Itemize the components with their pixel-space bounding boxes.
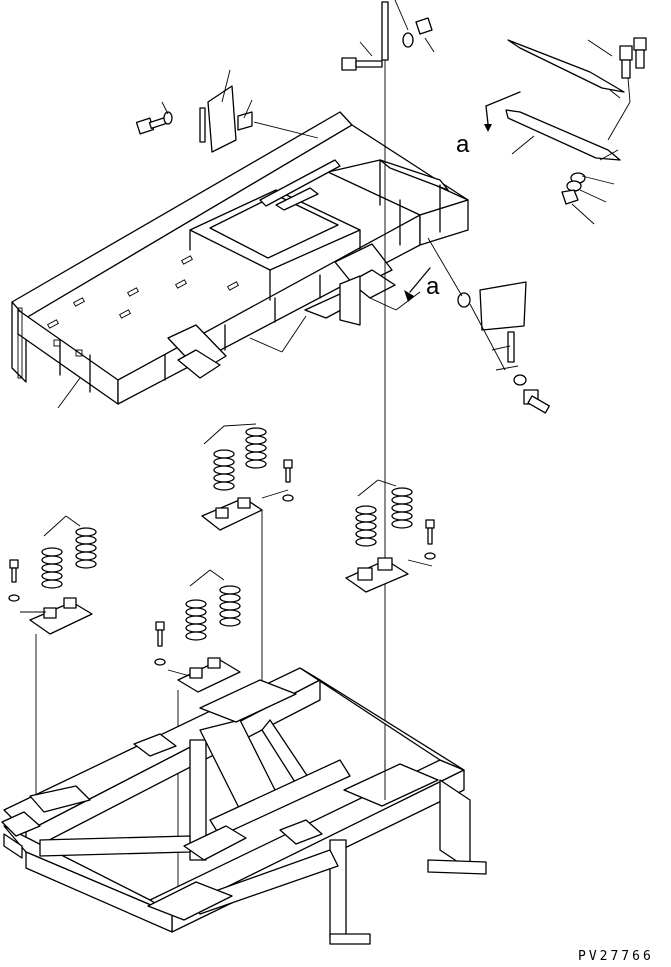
upper-frame (11, 111, 469, 409)
side-plate-assembly-left (135, 69, 319, 153)
top-right-plates (484, 37, 647, 225)
lower-base-frame (1, 667, 487, 945)
spring-mount-unit-3 (8, 515, 97, 800)
deck-slots (47, 255, 239, 329)
spring-mount-unit-2 (345, 479, 436, 593)
spring-mount-unit-4 (154, 569, 241, 890)
spring-stack-right (75, 527, 97, 569)
spring-stack-right (391, 487, 413, 529)
side-plate-assembly-right (404, 237, 550, 414)
spring-stack-left (355, 505, 377, 547)
spring-mount-unit-1 (201, 423, 294, 700)
spring-stack-left (41, 547, 63, 589)
drawing-code: PV27766 (578, 949, 654, 964)
spring-stack-left (185, 599, 207, 641)
spring-stack-right (219, 585, 241, 627)
view-callout-a-upper: a (456, 131, 470, 158)
spring-stack-left (213, 449, 235, 491)
mounting-pads (1, 679, 439, 921)
view-callout-a-lower: a (426, 273, 440, 300)
spring-stack-right (245, 427, 267, 469)
top-center-bolt-group (341, 0, 435, 800)
